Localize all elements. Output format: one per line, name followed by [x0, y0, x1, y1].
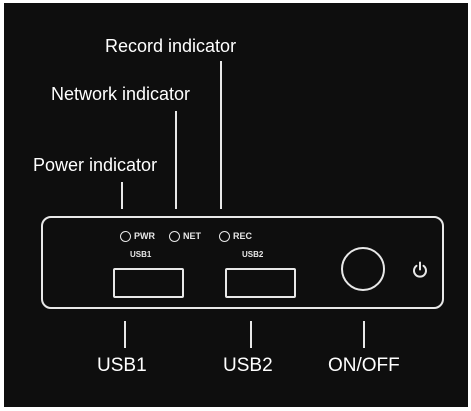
usb2-leader-line	[250, 321, 252, 348]
power-button[interactable]	[341, 247, 385, 291]
usb2-port-label: USB2	[242, 250, 264, 259]
usb2-bottom-label: USB2	[223, 355, 273, 376]
usb1-leader-line	[124, 321, 126, 348]
network-indicator-callout: Network indicator	[51, 84, 191, 104]
device-front-panel: PWR NET REC USB1 USB2	[41, 216, 444, 309]
power-leader-line	[121, 182, 123, 209]
rec-label: REC	[233, 231, 253, 241]
onoff-leader-line	[363, 321, 365, 348]
net-label: NET	[183, 231, 201, 241]
rec-led	[219, 231, 230, 242]
diagram-panel: Record indicator Network indicator Power…	[4, 3, 468, 407]
record-indicator-callout: Record indicator	[105, 36, 237, 56]
pwr-label: PWR	[134, 231, 155, 241]
usb1-port[interactable]	[113, 268, 184, 298]
record-leader-line	[220, 61, 222, 209]
network-leader-line	[175, 111, 177, 209]
usb2-port[interactable]	[225, 268, 296, 298]
onoff-bottom-label: ON/OFF	[328, 355, 400, 376]
usb1-bottom-label: USB1	[97, 355, 147, 376]
net-led	[169, 231, 180, 242]
usb1-port-label: USB1	[130, 250, 152, 259]
power-icon	[413, 261, 427, 278]
pwr-led	[120, 231, 131, 242]
power-indicator-callout: Power indicator	[33, 155, 158, 175]
